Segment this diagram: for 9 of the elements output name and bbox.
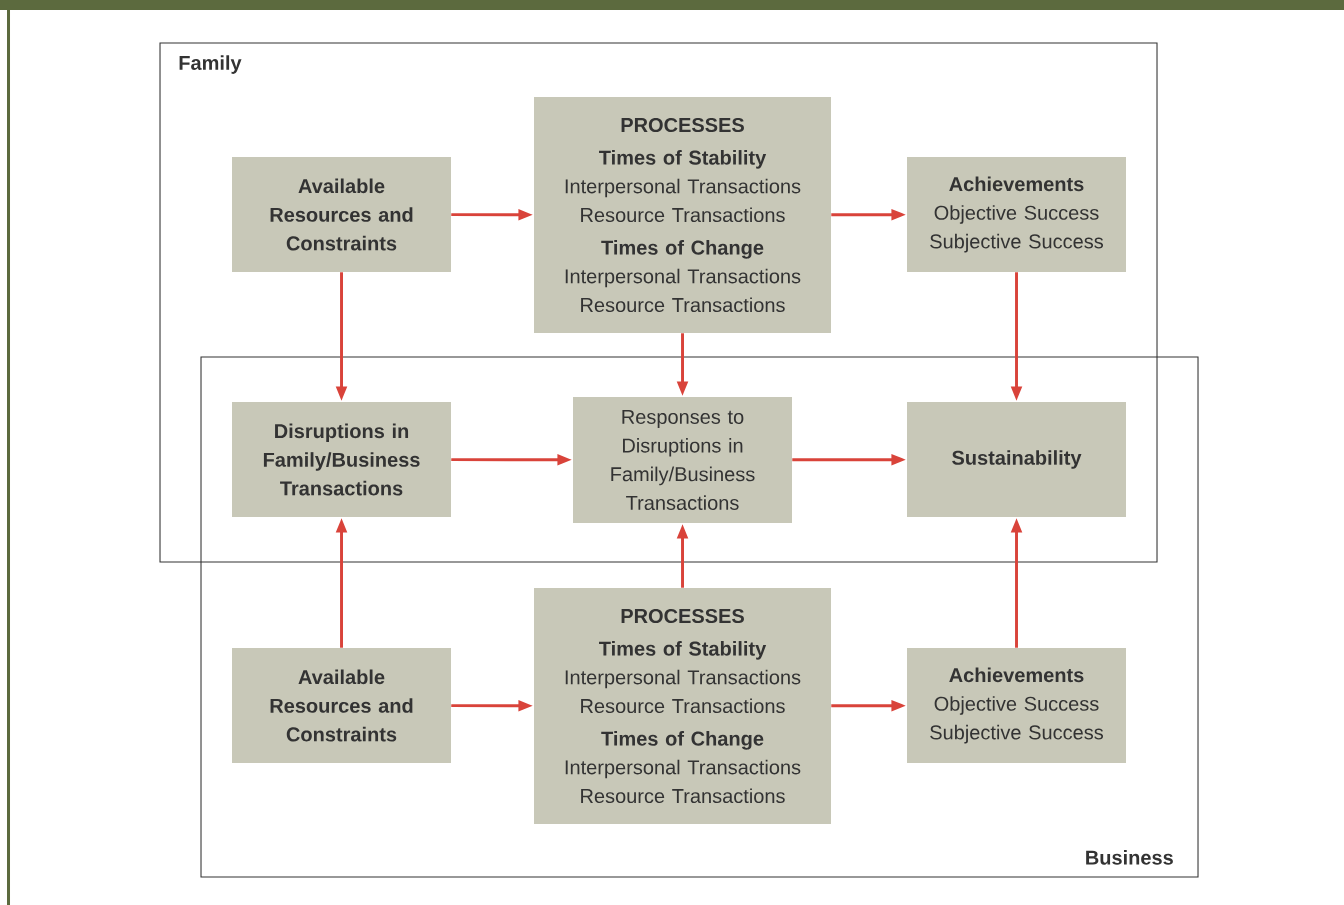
process-box: Achievements Objective Success Subjective Success <box>907 648 1126 763</box>
process-box: Sustainability <box>907 402 1126 517</box>
process-box: Available Resources and Constraints <box>232 648 451 763</box>
process-box: PROCESSES Times of Stability Interpersonal Transactions Resource Transactions Times of Change Interpersonal Transactions Resource Transactions <box>534 588 831 824</box>
process-box: Available Resources and Constraints <box>232 157 451 272</box>
process-box: Disruptions in Family/Business Transactions <box>232 402 451 517</box>
process-box: Responses to Disruptions in Family/Business Transactions <box>573 397 792 523</box>
process-box: Achievements Objective Success Subjective Success <box>907 157 1126 272</box>
process-box: PROCESSES Times of Stability Interpersonal Transactions Resource Transactions Times of Change Interpersonal Transactions Resource Transactions <box>534 97 831 333</box>
